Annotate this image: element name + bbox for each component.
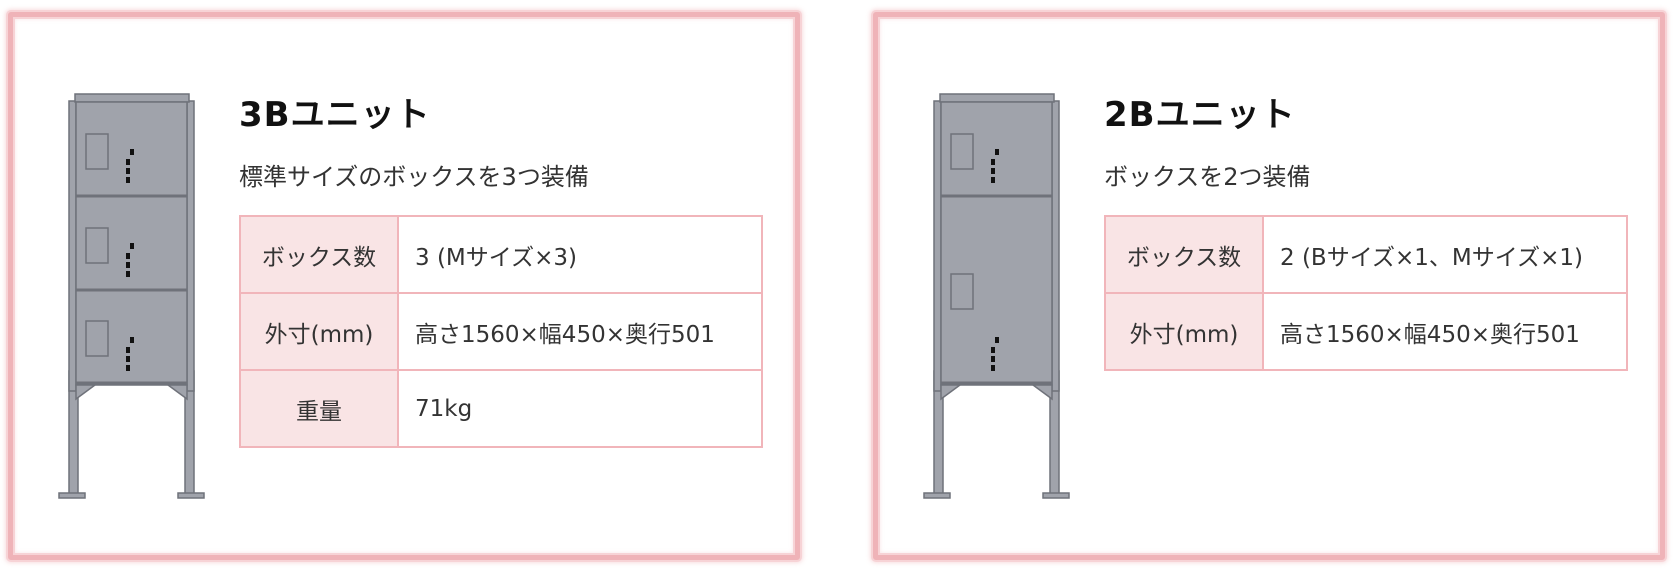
spec-value: 71kg	[397, 369, 763, 448]
table-row: 重量 71kg	[239, 369, 763, 448]
table-row: ボックス数 2 (Bサイズ×1、Mサイズ×1)	[1104, 215, 1628, 294]
spec-value: 高さ1560×幅450×奥行501	[1262, 292, 1628, 371]
spec-table: ボックス数 3 (Mサイズ×3) 外寸(mm) 高さ1560×幅450×奥行50…	[239, 215, 763, 448]
spec-value: 高さ1560×幅450×奥行501	[397, 292, 763, 371]
spec-table: ボックス数 2 (Bサイズ×1、Mサイズ×1) 外寸(mm) 高さ1560×幅4…	[1104, 215, 1628, 371]
table-row: ボックス数 3 (Mサイズ×3)	[239, 215, 763, 294]
spec-label: 外寸(mm)	[239, 292, 399, 371]
spec-value: 3 (Mサイズ×3)	[397, 215, 763, 294]
delivery-box-3b-icon	[58, 93, 205, 499]
spec-label: ボックス数	[239, 215, 399, 294]
spec-value: 2 (Bサイズ×1、Mサイズ×1)	[1262, 215, 1628, 294]
unit-description: ボックスを2つ装備	[1104, 163, 1311, 191]
unit-card-2b: 2Bユニット ボックスを2つ装備 ボックス数 2 (Bサイズ×1、Mサイズ×1)…	[873, 12, 1665, 560]
unit-description: 標準サイズのボックスを3つ装備	[239, 163, 589, 191]
table-row: 外寸(mm) 高さ1560×幅450×奥行501	[239, 292, 763, 371]
spec-label: ボックス数	[1104, 215, 1264, 294]
spec-label: 重量	[239, 369, 399, 448]
table-row: 外寸(mm) 高さ1560×幅450×奥行501	[1104, 292, 1628, 371]
delivery-box-2b-icon	[923, 93, 1070, 499]
spec-label: 外寸(mm)	[1104, 292, 1264, 371]
unit-card-3b: 3Bユニット 標準サイズのボックスを3つ装備 ボックス数 3 (Mサイズ×3) …	[8, 12, 800, 560]
unit-title: 3Bユニット	[239, 95, 431, 135]
unit-title: 2Bユニット	[1104, 95, 1296, 135]
